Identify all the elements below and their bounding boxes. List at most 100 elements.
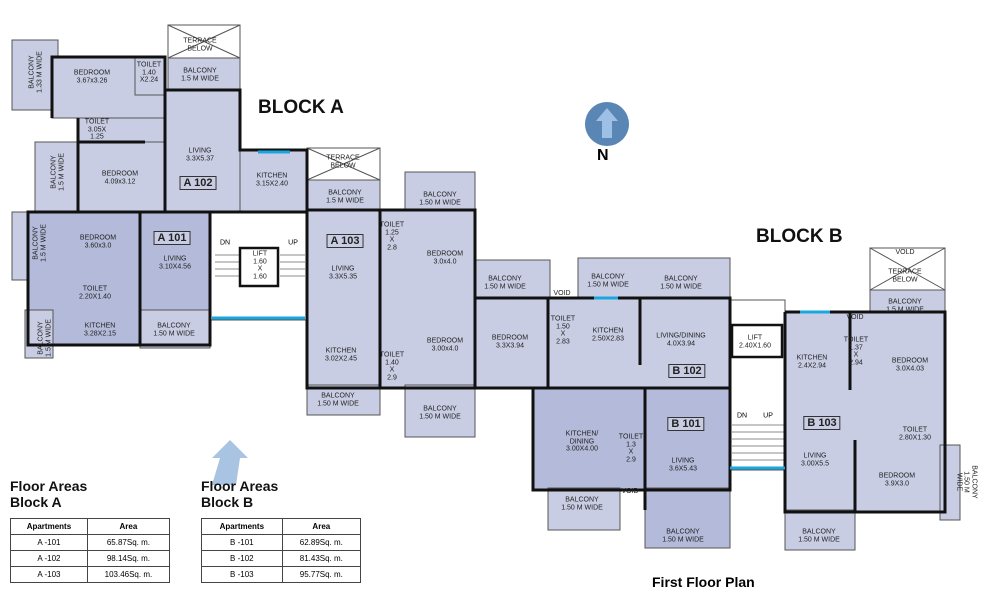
room-label: TOILET 1.3 X 2.9 xyxy=(618,433,644,464)
room-label: VOID xyxy=(621,488,639,496)
stair-down-a: DN xyxy=(219,239,231,247)
room-label: TOILET 1.40 X 2.9 xyxy=(379,351,405,382)
block-b-areas-title: Floor Areas Block B xyxy=(201,478,278,510)
room-label: BALCONY 1.50 M WIDE xyxy=(317,392,359,407)
room-label: BEDROOM 3.60x3.0 xyxy=(79,234,117,249)
block-b-title: BLOCK B xyxy=(756,226,843,247)
title-line: Floor Areas xyxy=(201,478,279,494)
cell: A -102 xyxy=(10,550,88,567)
room-label: BEDROOM 3.0X4.03 xyxy=(891,357,929,372)
title-line: Floor Areas xyxy=(10,478,88,494)
room-label: BEDROOM 4.09x3.12 xyxy=(101,170,139,185)
room-label: BALCONY 1.50 M WIDE xyxy=(587,273,629,288)
unit-tag-b102: B 102 xyxy=(668,364,706,378)
unit-tag-a101: A 101 xyxy=(153,231,191,245)
room-label: VOLD xyxy=(895,249,915,257)
room-label: LIVING/DINING 4.0X3.94 xyxy=(656,332,706,347)
room-label: BALCONY 1.50 M WIDE xyxy=(419,191,461,206)
unit-tag-a102: A 102 xyxy=(179,176,217,190)
cell: 62.89Sq. m. xyxy=(281,534,362,551)
room-label: TOILET 1.50 X 2.83 xyxy=(550,315,576,346)
cell: B -101 xyxy=(201,534,283,551)
column-header: Area xyxy=(86,518,171,535)
room-label: BEDROOM 3.67x3.26 xyxy=(73,69,111,84)
stair-up-b: UP xyxy=(763,412,773,420)
room-label: KITCHEN 3.28X2.15 xyxy=(84,322,116,337)
room-label: TOILET 2.80X1.30 xyxy=(899,426,931,441)
room-label: LIVING 3.00X5.5 xyxy=(800,452,830,467)
entrance-arrow-icon xyxy=(212,440,248,485)
cell: 81.43Sq. m. xyxy=(281,550,362,567)
room-label: BALCONY 1.50 M WIDE xyxy=(419,405,461,420)
room-label: BALCONY 1.33 M WIDE xyxy=(28,51,43,93)
room-label: TERRACE BELOW xyxy=(183,37,217,52)
title-line: Block A xyxy=(10,494,62,511)
room-label: BALCONY 1.50 M WIDE xyxy=(484,275,526,290)
unit-tag-b103: B 103 xyxy=(803,416,841,430)
room-label: KITCHEN 2.50X2.83 xyxy=(592,327,624,342)
cell: A -103 xyxy=(10,566,88,583)
cell: 95.77Sq. m. xyxy=(281,566,362,583)
room-label: BALCONY 1.50 M WIDE xyxy=(153,322,195,337)
stair-up-a: UP xyxy=(288,239,298,247)
room-label: TERRACE BELOW xyxy=(888,268,922,283)
room-label: BALCONY 1.5 M WIDE xyxy=(32,224,47,262)
room-label: BALCONY 1.50 M WIDE xyxy=(662,528,704,543)
room-label: KITCHEN 2.4X2.94 xyxy=(796,354,828,369)
stair-down-b: DN xyxy=(736,412,748,420)
cell: 98.14Sq. m. xyxy=(86,550,171,567)
room-label: BALCONY 1.5 M WIDE xyxy=(326,189,364,204)
room-label: LIVING 3.10X4.56 xyxy=(159,255,191,270)
block-a-areas-title: Floor Areas Block A xyxy=(10,478,87,510)
room-label: TOILET 1.37 X 2.94 xyxy=(843,336,869,367)
room-label: KITCHEN/ DINING 3.00X4.00 xyxy=(565,430,599,453)
room-label: LIVING 3.6X5.43 xyxy=(668,457,698,472)
room-label: TOILET 1.40 X2.24 xyxy=(136,61,162,84)
room-label: BALCONY 1.50 M WIDE xyxy=(798,528,840,543)
balcony-a102-1 xyxy=(11,39,59,111)
room-label: LIVING 3.3X5.35 xyxy=(328,265,358,280)
plan-title: First Floor Plan xyxy=(652,574,755,590)
title-line: Block B xyxy=(201,494,254,511)
column-header: Apartments xyxy=(10,518,88,535)
room-label: TERRACE BELOW xyxy=(326,154,360,169)
room-label: BEDROOM 3.9X3.0 xyxy=(878,472,916,487)
room-label: BALCONY 1.50 M WIDE xyxy=(660,275,702,290)
room-label: VOID xyxy=(553,290,571,298)
room-label: BALCONY 1.5 M WIDE xyxy=(886,298,924,313)
cell: B -103 xyxy=(201,566,283,583)
north-label: N xyxy=(597,147,609,164)
cell: 103.46Sq. m. xyxy=(86,566,171,583)
cell: A -101 xyxy=(10,534,88,551)
block-a-title: BLOCK A xyxy=(258,97,344,118)
room-label: BEDROOM 3.0x4.0 xyxy=(426,250,464,265)
room-label: BALCONY 1.5 M WIDE xyxy=(50,153,65,191)
room-label: LIFT 1.60 X 1.60 xyxy=(252,250,268,281)
room-label: BEDROOM 3.00x4.0 xyxy=(426,337,464,352)
room-label: LIFT 2.40X1.60 xyxy=(739,334,771,349)
column-header: Area xyxy=(281,518,362,535)
room-label: KITCHEN 3.02X2.45 xyxy=(325,347,357,362)
column-header: Apartments xyxy=(201,518,283,535)
room-label: BALCONY 1.50 M WIDE xyxy=(561,496,603,511)
unit-tag-b101: B 101 xyxy=(667,417,705,431)
cell: B -102 xyxy=(201,550,283,567)
room-label: BEDROOM 3.3X3.94 xyxy=(491,334,529,349)
north-compass-icon xyxy=(585,102,629,146)
room-label: BALCONY 1.5 M WIDE xyxy=(37,319,52,357)
room-label: BALCONY 1.50 M WIDE xyxy=(955,465,978,499)
unit-tag-a103: A 103 xyxy=(326,234,364,248)
room-label: LIVING 3.3X5.37 xyxy=(185,147,215,162)
room-label: BALCONY 1.5 M WIDE xyxy=(181,67,219,82)
room-label: VOID xyxy=(846,314,864,322)
